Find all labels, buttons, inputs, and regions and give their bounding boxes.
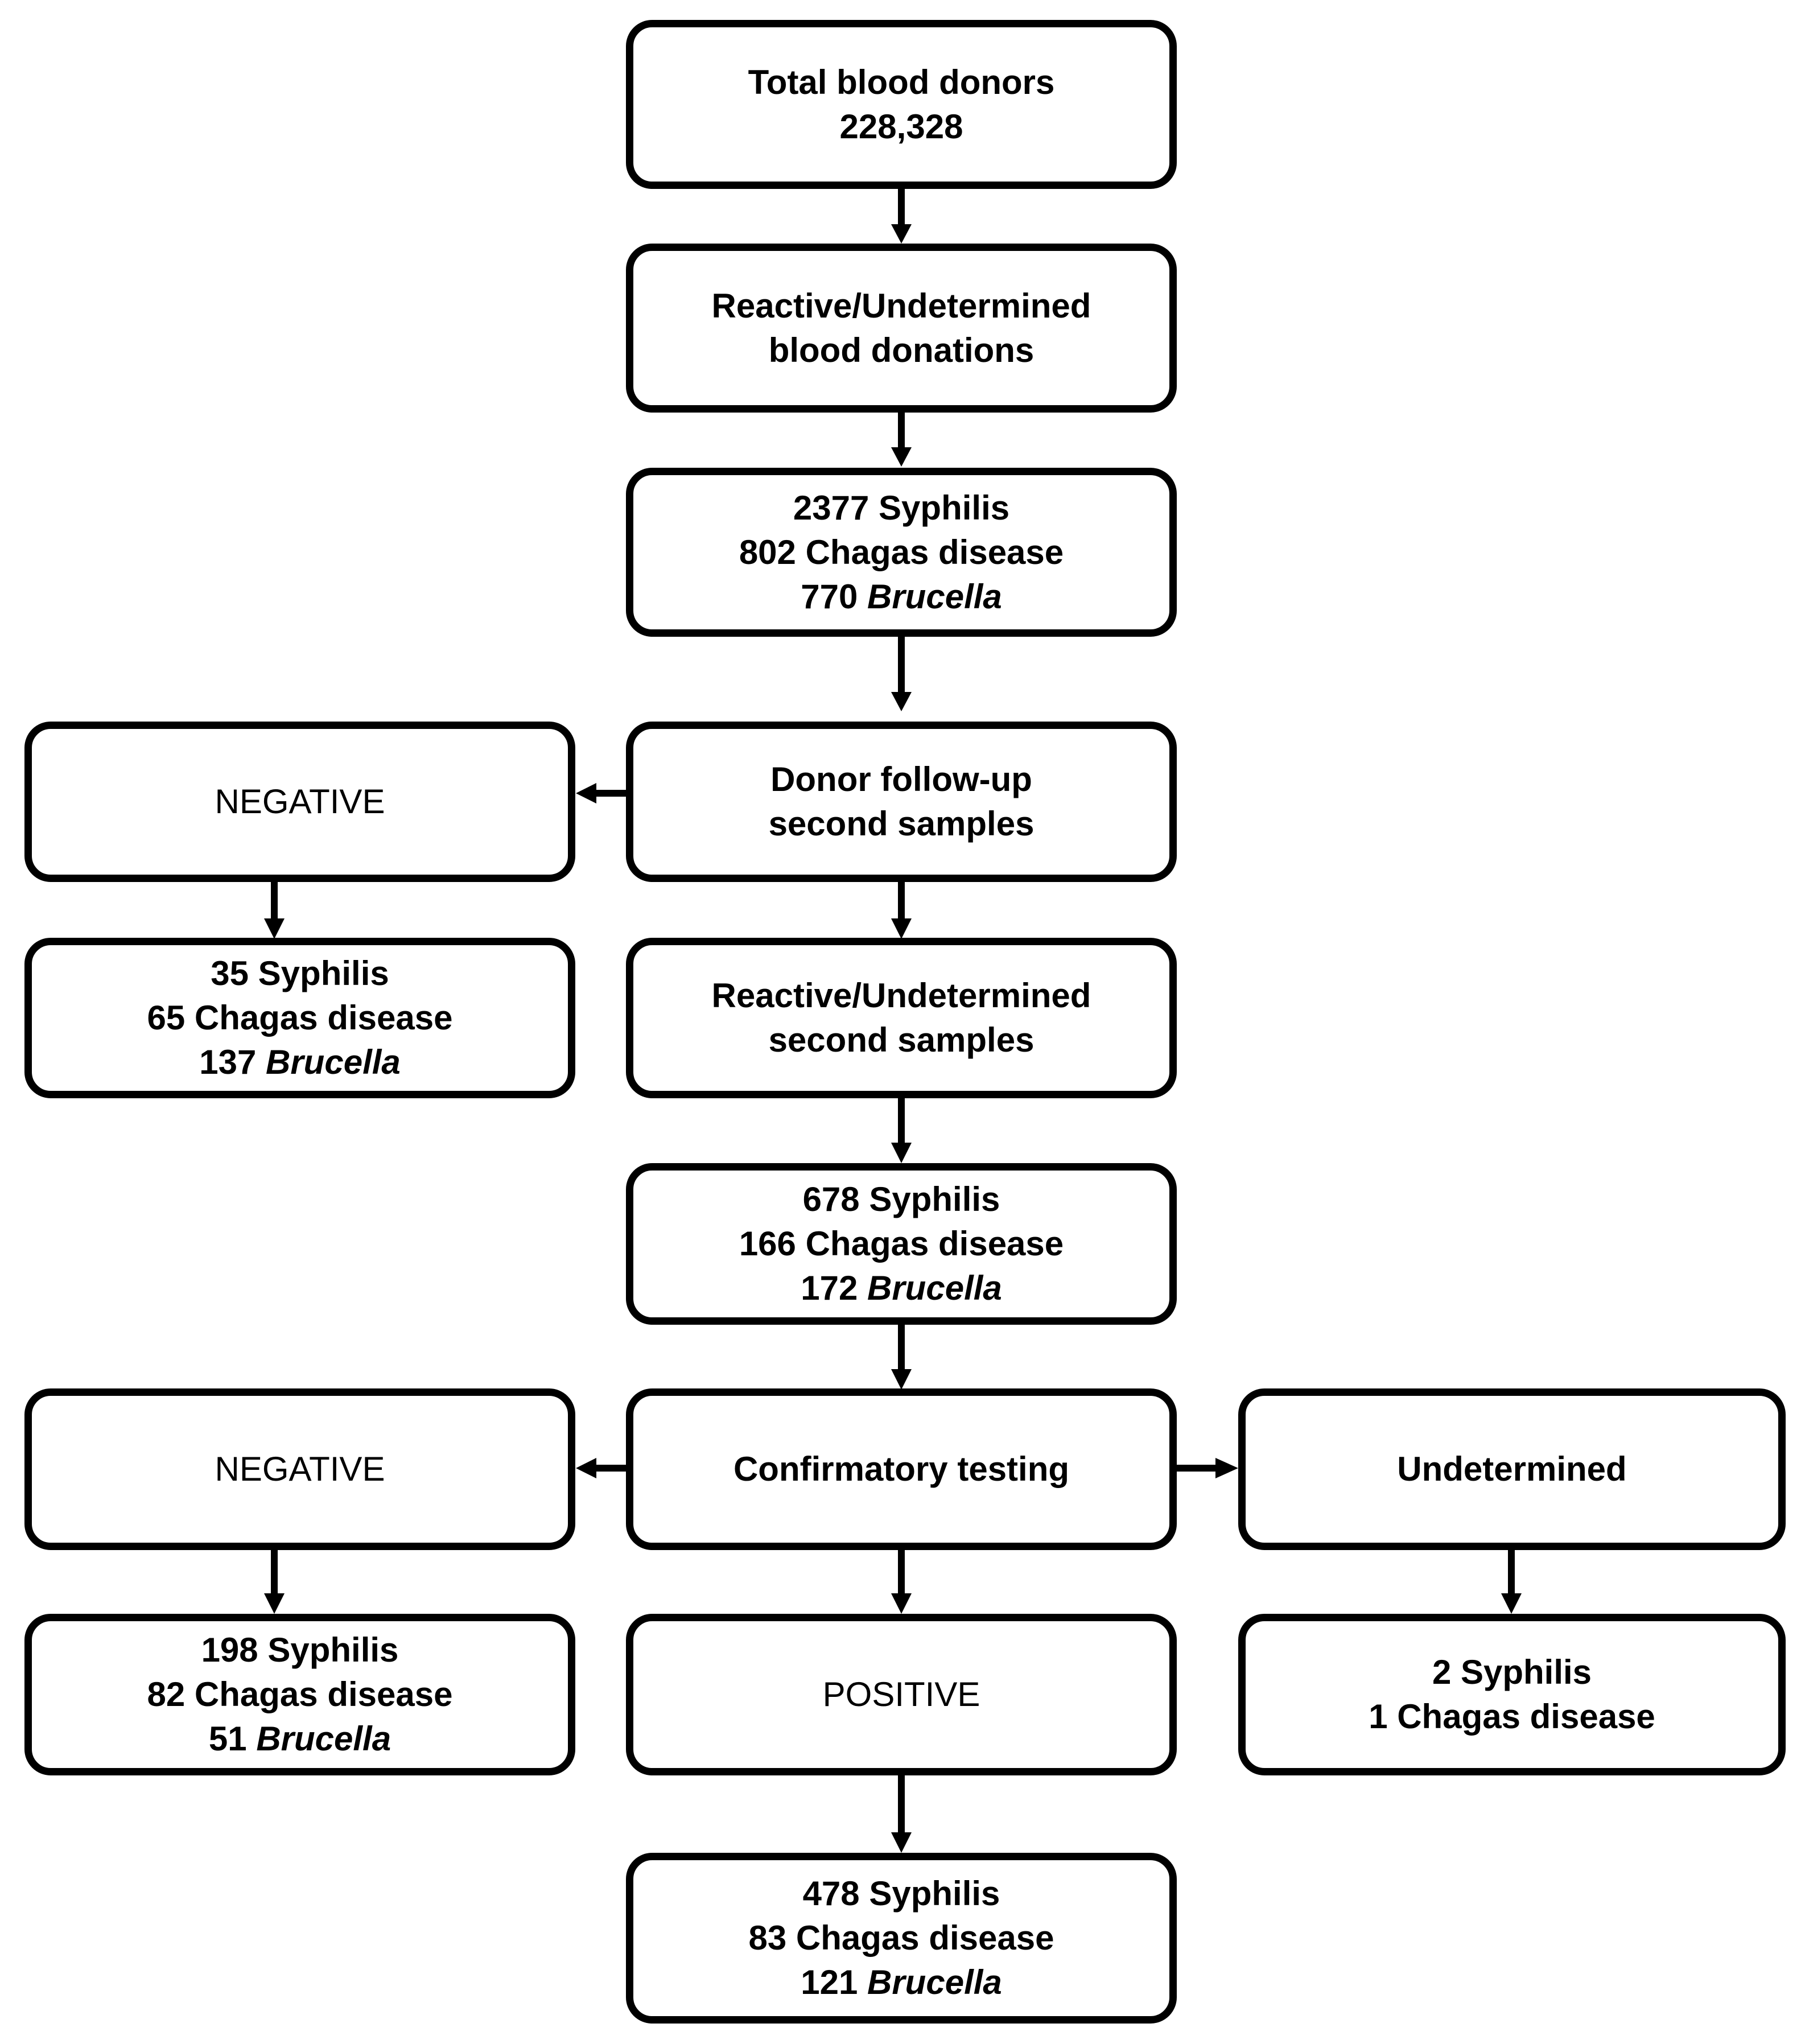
- node-line: 228,328: [839, 107, 963, 146]
- node-line-brucella: 770 Brucella: [801, 577, 1002, 616]
- node-second-reactive-counts[interactable]: 678 Syphilis 166 Chagas disease 172 Bruc…: [626, 1163, 1177, 1325]
- connector-positive-to-counts: [889, 1774, 914, 1854]
- node-line: 678 Syphilis: [802, 1180, 1000, 1218]
- node-line: 802 Chagas disease: [739, 533, 1064, 571]
- node-confirmatory-testing[interactable]: Confirmatory testing: [626, 1388, 1177, 1550]
- node-donor-followup-second-samples[interactable]: Donor follow-up second samples: [626, 722, 1177, 882]
- node-line: 478 Syphilis: [802, 1874, 1000, 1913]
- connector-followup-to-reactive2: [889, 877, 914, 940]
- node-undetermined-confirmatory[interactable]: Undetermined: [1238, 1388, 1786, 1550]
- node-line: POSITIVE: [822, 1675, 980, 1713]
- connector-undetermined-to-counts: [1499, 1549, 1524, 1615]
- node-total-blood-donors[interactable]: Total blood donors 228,328: [626, 20, 1177, 189]
- node-reactive-undetermined-blood-donations[interactable]: Reactive/Undetermined blood donations: [626, 244, 1177, 413]
- node-line: Confirmatory testing: [733, 1450, 1070, 1488]
- connector-counts1-to-followup: [889, 633, 914, 712]
- connector-negative2-to-counts: [262, 1549, 287, 1615]
- connector-negative1-to-counts: [262, 877, 287, 940]
- node-line: 82 Chagas disease: [147, 1675, 453, 1713]
- node-line: blood donations: [768, 331, 1035, 369]
- node-line: Reactive/Undetermined: [711, 286, 1091, 325]
- node-line: Total blood donors: [748, 63, 1055, 101]
- node-line-brucella: 121 Brucella: [801, 1963, 1002, 2001]
- node-followup-negative-counts[interactable]: 35 Syphilis 65 Chagas disease 137 Brucel…: [24, 938, 575, 1098]
- node-line: 166 Chagas disease: [739, 1225, 1064, 1263]
- node-line: 65 Chagas disease: [147, 999, 453, 1037]
- node-line: 83 Chagas disease: [748, 1919, 1054, 1957]
- node-positive[interactable]: POSITIVE: [626, 1614, 1177, 1775]
- connector-total-to-reactive: [889, 186, 914, 245]
- connector-confirmatory-to-positive: [889, 1549, 914, 1615]
- connector-reactive2-to-counts2: [889, 1097, 914, 1164]
- node-negative-followup[interactable]: NEGATIVE: [24, 722, 575, 882]
- node-undetermined-counts[interactable]: 2 Syphilis 1 Chagas disease: [1238, 1614, 1786, 1775]
- node-line: Donor follow-up: [770, 760, 1032, 798]
- node-line-brucella: 51 Brucella: [208, 1720, 391, 1758]
- node-line: Reactive/Undetermined: [711, 976, 1091, 1015]
- node-line: second samples: [768, 1021, 1035, 1059]
- node-line-brucella: 137 Brucella: [199, 1043, 401, 1081]
- node-line: second samples: [768, 805, 1035, 843]
- node-line: 2377 Syphilis: [793, 488, 1010, 527]
- node-first-reactive-counts[interactable]: 2377 Syphilis 802 Chagas disease 770 Bru…: [626, 468, 1177, 637]
- node-reactive-undetermined-second-samples[interactable]: Reactive/Undetermined second samples: [626, 938, 1177, 1098]
- node-confirmatory-negative-counts[interactable]: 198 Syphilis 82 Chagas disease 51 Brucel…: [24, 1614, 575, 1775]
- connector-reactive-to-counts1: [889, 411, 914, 468]
- node-line: NEGATIVE: [215, 1450, 385, 1488]
- node-negative-confirmatory[interactable]: NEGATIVE: [24, 1388, 575, 1550]
- node-positive-counts[interactable]: 478 Syphilis 83 Chagas disease 121 Bruce…: [626, 1853, 1177, 2024]
- node-line: 35 Syphilis: [211, 954, 389, 992]
- connector-confirmatory-to-undetermined: [1173, 1456, 1242, 1481]
- connector-counts2-to-confirmatory: [889, 1324, 914, 1391]
- node-line: Undetermined: [1397, 1450, 1627, 1488]
- node-line: 2 Syphilis: [1432, 1653, 1592, 1691]
- node-line: 198 Syphilis: [201, 1631, 399, 1669]
- node-line: NEGATIVE: [215, 782, 385, 821]
- node-line: 1 Chagas disease: [1369, 1697, 1655, 1736]
- node-line-brucella: 172 Brucella: [801, 1269, 1002, 1307]
